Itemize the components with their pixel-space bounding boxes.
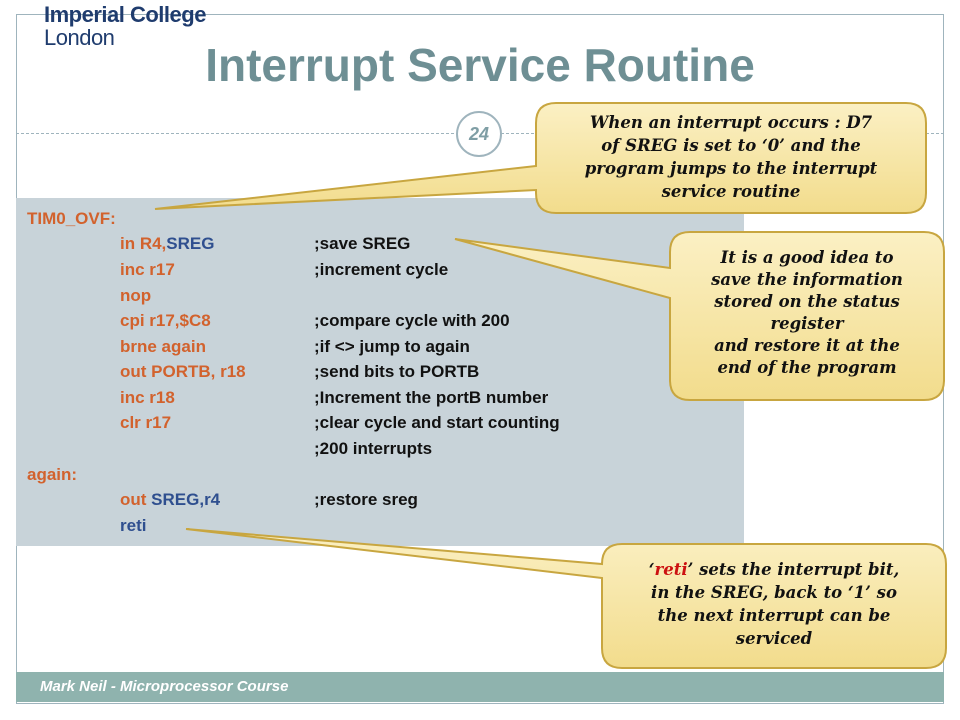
callout-line: the next interrupt can be — [657, 606, 891, 625]
callout-line: and restore it at the — [714, 336, 900, 355]
callout-line: in the SREG, back to ‘1’ so — [651, 583, 897, 602]
instr-text: in R4, — [120, 234, 167, 253]
instr-text: out — [120, 490, 152, 509]
callout-line: serviced — [735, 629, 813, 648]
code-line-2-comment: ;increment cycle — [314, 260, 449, 279]
footer-text: Mark Neil - Microprocessor Course — [40, 678, 289, 695]
instr-operand: ,r4 — [199, 490, 221, 509]
code-panel — [16, 198, 744, 546]
callout-line: end of the program — [717, 358, 897, 377]
callout-line: ‘reti’ sets the interrupt bit, — [602, 558, 946, 581]
logo-line-2: London — [44, 25, 115, 50]
page-number: 24 — [468, 123, 490, 144]
code-line-5-comment: ;if <> jump to again — [314, 337, 470, 356]
quote-open: ‘ — [648, 560, 655, 579]
code-line-3-instr: nop — [120, 286, 152, 305]
label-tim0-ovf: TIM0_OVF: — [27, 209, 116, 228]
code-line-10-comment: ;restore sreg — [314, 490, 418, 509]
code-line-6-instr: out PORTB, r18 — [120, 362, 246, 381]
code-line-6-comment: ;send bits to PORTB — [314, 362, 480, 381]
code-line-1-comment: ;save SREG — [314, 234, 410, 254]
callout-line-rest: ’ sets the interrupt bit, — [687, 560, 900, 579]
code-line-2-instr: inc r17 — [120, 260, 175, 279]
reti-keyword: reti — [654, 560, 688, 579]
callout-line: stored on the status — [714, 292, 900, 311]
code-line-5-instr: brne again — [120, 337, 206, 356]
callout-line: of SREG is set to ‘0’ and the — [601, 136, 861, 155]
callout-line: register — [770, 314, 844, 333]
footer-bar — [16, 672, 944, 702]
code-line-4-instr: cpi r17,$C8 — [120, 311, 211, 330]
callout-reti — [185, 528, 947, 669]
instr-register: SREG — [166, 234, 215, 253]
comment-register: SREG — [362, 234, 411, 253]
code-line-9-comment: ;200 interrupts — [314, 439, 433, 458]
page-number-badge: 24 — [456, 111, 502, 157]
label-again: again: — [27, 465, 78, 484]
callout-reti-text: ‘reti’ sets the interrupt bit, in the SR… — [602, 558, 946, 650]
code-line-8-comment: ;clear cycle and start counting — [314, 413, 560, 432]
slide-title: Interrupt Service Routine — [205, 39, 755, 91]
code-line-7-instr: inc r18 — [120, 388, 175, 407]
callout-interrupt-occurs-text: When an interrupt occurs : D7 of SREG is… — [536, 111, 926, 203]
code-line-7-comment: ;Increment the portB number — [314, 388, 549, 407]
callout-save-info-text: It is a good idea to save the informatio… — [672, 247, 942, 379]
code-line-10-instr: out SREG,r4 — [120, 490, 220, 510]
logo-line-1: Imperial College — [44, 2, 206, 27]
code-line-4-comment: ;compare cycle with 200 — [314, 311, 510, 330]
callout-line: When an interrupt occurs : D7 — [589, 113, 873, 132]
callout-interrupt-occurs — [154, 102, 927, 214]
callout-line: save the information — [711, 270, 903, 289]
comment-text: ;save — [314, 234, 363, 253]
instr-register: SREG — [151, 490, 200, 509]
code-line-1-instr: in R4,SREG — [120, 234, 214, 254]
callout-save-info — [454, 231, 945, 401]
code-line-8-instr: clr r17 — [120, 413, 172, 432]
callout-line: program jumps to the interrupt — [584, 159, 878, 178]
code-line-11-instr: reti — [120, 516, 147, 535]
imperial-college-logo: Imperial College London — [44, 4, 206, 49]
callout-line: It is a good idea to — [720, 248, 894, 267]
callout-line: service routine — [661, 182, 801, 201]
